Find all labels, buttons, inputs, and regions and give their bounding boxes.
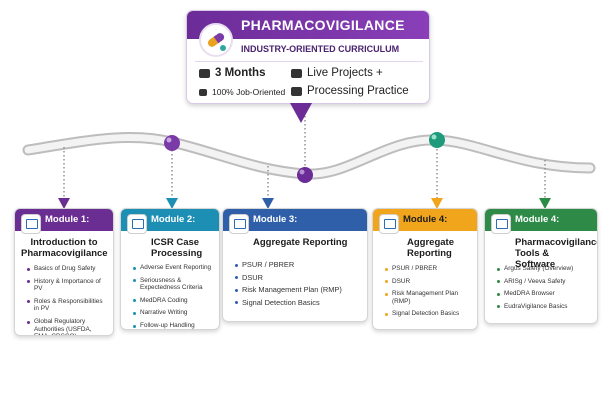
module-4a-label: Module 4: bbox=[403, 214, 448, 225]
document-icon bbox=[127, 214, 147, 234]
module-4b-title: Pharmacovigilance Tools & Software bbox=[515, 237, 598, 270]
module-1-title-line2: Pharmacovigilance bbox=[21, 248, 108, 259]
node-purple bbox=[164, 135, 180, 151]
badge-icon bbox=[199, 88, 207, 96]
module-4b-header bbox=[485, 209, 597, 231]
topic-item: History & Importance of PV bbox=[27, 278, 107, 293]
module-2-label: Module 2: bbox=[151, 214, 196, 225]
topic-item: Seriousness & Expectedness Criteria bbox=[133, 277, 213, 292]
module-2-title-line1: ICSR Case bbox=[151, 237, 200, 248]
topic-item: Risk Management Plan (RMP) bbox=[385, 290, 471, 305]
practice-row: Processing Practice bbox=[291, 85, 409, 97]
module-4a-header bbox=[373, 209, 477, 231]
module-4a-title: Aggregate Reporting bbox=[407, 237, 471, 259]
topic-item: Argus Safety (Overview) bbox=[497, 265, 591, 273]
module-2-topics: Adverse Event Reporting Seriousness & Ex… bbox=[133, 264, 213, 329]
module-3-header bbox=[223, 209, 367, 231]
projects-row: Live Projects + bbox=[291, 67, 383, 79]
topic-item: EudraVigilance Basics bbox=[497, 303, 591, 311]
briefcase-icon bbox=[291, 68, 302, 78]
module-4a-title-line2: Reporting bbox=[407, 248, 452, 259]
topic-item: Follow-up Handling bbox=[133, 322, 213, 329]
module-3-title: Aggregate Reporting bbox=[253, 237, 348, 248]
topic-item: DSUR bbox=[385, 278, 471, 286]
module-1-title-line1: Introduction to bbox=[30, 237, 98, 248]
software-icon bbox=[491, 214, 511, 234]
module-3-card: Module 3: Aggregate Reporting PSUR / PBR… bbox=[222, 208, 368, 322]
topic-item: Basics of Drug Safety bbox=[27, 265, 107, 273]
node-center bbox=[297, 167, 313, 183]
module-2-title-line2: Processing bbox=[151, 248, 203, 259]
module-1-label: Module 1: bbox=[45, 214, 90, 225]
header-divider bbox=[195, 61, 423, 62]
module-4a-topics: PSUR / PBRER DSUR Risk Management Plan (… bbox=[385, 265, 471, 323]
module-3-label: Module 3: bbox=[253, 214, 298, 225]
calendar-icon bbox=[199, 68, 210, 78]
topic-item: Adverse Event Reporting bbox=[133, 264, 213, 272]
topic-item: Risk Management Plan (RMP) bbox=[235, 286, 361, 294]
module-4b-title-line2: Tools & Software bbox=[515, 248, 556, 270]
module-2-title: ICSR Case Processing bbox=[151, 237, 213, 259]
module-3-topics: PSUR / PBRER DSUR Risk Management Plan (… bbox=[235, 261, 361, 311]
topic-item: ARISg / Veeva Safety bbox=[497, 278, 591, 286]
module-4b-label: Module 4: bbox=[515, 214, 560, 225]
module-4a-title-line1: Aggregate bbox=[407, 237, 454, 248]
program-title: PHARMACOVIGILANCE bbox=[241, 17, 405, 33]
chart-icon bbox=[379, 214, 399, 234]
topic-item: PSUR / PBRER bbox=[385, 265, 471, 273]
practice-text: Processing Practice bbox=[307, 85, 409, 97]
curriculum-header-card: PHARMACOVIGILANCE INDUSTRY-ORIENTED CURR… bbox=[186, 10, 430, 104]
topic-item: Signal Detection Basics bbox=[385, 310, 471, 318]
duration-row: 3 Months bbox=[199, 67, 265, 79]
topic-item: Narrative Writing bbox=[133, 309, 213, 317]
report-icon bbox=[229, 214, 249, 234]
topic-item: DSUR bbox=[235, 273, 361, 282]
topic-item: MedDRA Browser bbox=[497, 290, 591, 298]
job-text: 100% Job-Oriented bbox=[212, 87, 286, 97]
topic-item: Signal Detection Basics bbox=[235, 299, 361, 307]
module-4b-topics: Argus Safety (Overview) ARISg / Veeva Sa… bbox=[497, 265, 591, 315]
module-4-aggregate-card: Module 4: Aggregate Reporting PSUR / PBR… bbox=[372, 208, 478, 330]
folder-icon bbox=[291, 86, 302, 96]
node-teal bbox=[429, 132, 445, 148]
module-2-card: Module 2: ICSR Case Processing Adverse E… bbox=[120, 208, 220, 330]
header-pointer bbox=[290, 103, 312, 123]
topic-item: Roles & Responsibilities in PV bbox=[27, 298, 107, 313]
monitor-icon bbox=[21, 214, 41, 234]
module-4-tools-card: Module 4: Pharmacovigilance Tools & Soft… bbox=[484, 208, 598, 324]
topic-item: Global Regulatory Authorities (USFDA, EM… bbox=[27, 318, 107, 335]
program-subtitle: INDUSTRY-ORIENTED CURRICULUM bbox=[241, 44, 400, 54]
module-4b-title-line1: Pharmacovigilance bbox=[515, 237, 598, 248]
topic-item: MedDRA Coding bbox=[133, 297, 213, 305]
topic-item: PSUR / PBRER bbox=[235, 261, 361, 269]
capsule-icon bbox=[199, 23, 233, 57]
module-1-topics: Basics of Drug Safety History & Importan… bbox=[27, 265, 107, 335]
job-row: 100% Job-Oriented bbox=[199, 87, 285, 97]
projects-text: Live Projects + bbox=[307, 67, 383, 79]
module-1-card: Module 1: Introduction to Pharmacovigila… bbox=[14, 208, 114, 336]
module-1-title: Introduction to Pharmacovigilance bbox=[21, 237, 108, 259]
duration-text: 3 Months bbox=[215, 67, 266, 79]
